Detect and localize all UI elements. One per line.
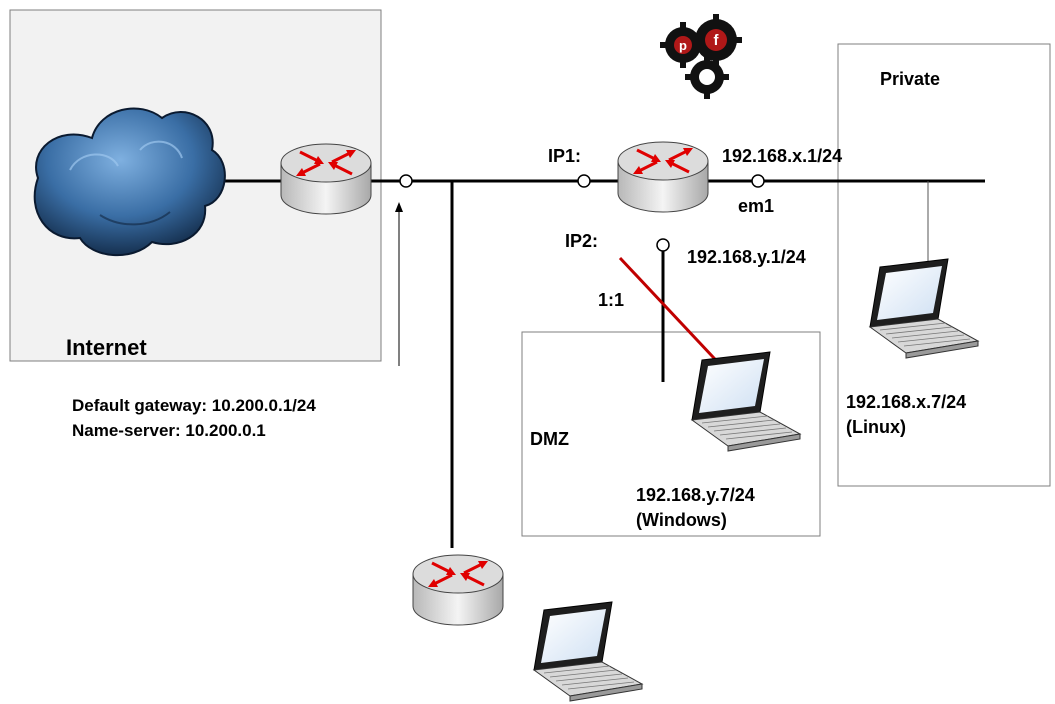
pf-logo-letter-p: p	[679, 38, 687, 53]
pf-logo-letter-f: f	[714, 32, 720, 49]
private-network-label: 192.168.x.1/24	[722, 146, 843, 166]
dmz-host-label: 192.168.y.7/24 (Windows)	[636, 486, 755, 529]
pf-gears-logo-icon: p f	[660, 14, 742, 99]
private-zone-label: Private	[880, 69, 941, 89]
private-host-ip: 192.168.x.7/24	[846, 392, 967, 412]
dmz-zone-label: DMZ	[530, 429, 569, 449]
ip2-label: IP2:	[565, 231, 599, 251]
ip1-label: IP1:	[548, 146, 582, 166]
gateway-arrow	[395, 202, 403, 366]
isp-router-icon	[279, 142, 373, 216]
dmz-network-label: 192.168.y.1/24	[687, 247, 806, 267]
nat-one-to-one-label: 1:1	[598, 290, 625, 310]
em1-interface-label: em1	[738, 196, 775, 216]
dmz-interface-node	[656, 238, 670, 252]
internet-zone-label: Internet	[66, 335, 147, 360]
default-gateway-label: Default gateway: 10.200.0.1/24	[72, 396, 316, 415]
name-server-label: Name-server: 10.200.0.1	[72, 421, 266, 440]
external-laptop-icon	[533, 601, 643, 702]
internet-cloud-icon	[33, 107, 226, 256]
external-router-icon	[411, 553, 505, 627]
private-host-label: 192.168.x.7/24 (Linux)	[846, 393, 966, 436]
dmz-host-ip: 192.168.y.7/24	[636, 485, 755, 505]
gateway-info: Default gateway: 10.200.0.1/24 Name-serv…	[72, 397, 316, 439]
nat-one-to-one-line	[618, 256, 730, 375]
gateway-interface-node	[399, 174, 413, 188]
ip1-interface-node	[577, 174, 591, 188]
em1-interface-node	[751, 174, 765, 188]
dmz-host-os: (Windows)	[636, 510, 727, 530]
pf-firewall-router-icon	[616, 140, 710, 214]
private-host-os: (Linux)	[846, 417, 906, 437]
